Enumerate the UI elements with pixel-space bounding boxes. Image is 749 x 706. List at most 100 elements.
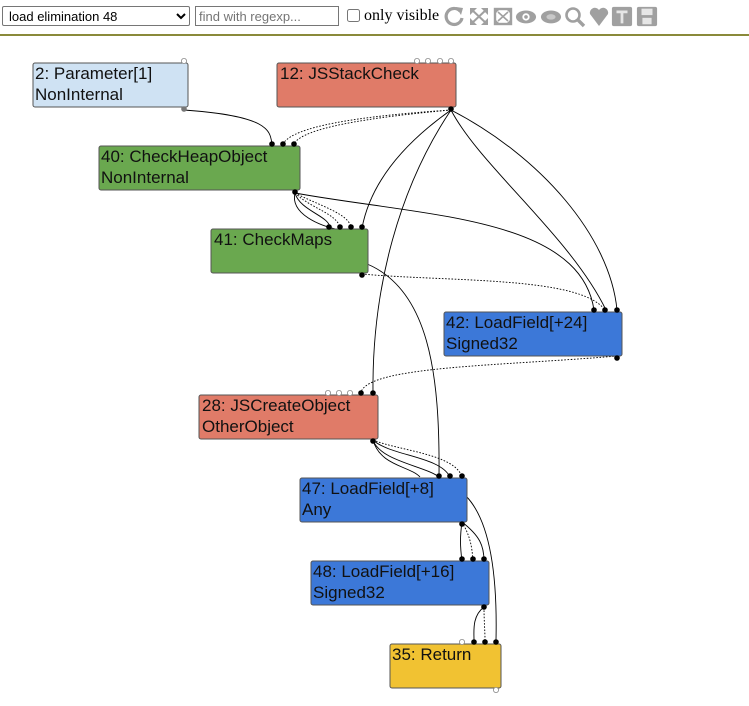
- node-35-title: 35: Return: [392, 645, 471, 664]
- port-41-out[interactable]: [359, 272, 365, 278]
- edge-40-to-41-c: [294, 192, 352, 229]
- node-2-title: 2: Parameter[1]: [35, 64, 152, 83]
- edge-12-to-40-control: [293, 109, 452, 145]
- node-47-loadfield[interactable]: 47: LoadField[+8] Any: [299, 477, 468, 523]
- port-47-in-2[interactable]: [447, 473, 453, 479]
- edge-41-to-42-effect: [361, 273, 606, 311]
- port-40-out[interactable]: [292, 189, 298, 195]
- text-types-icon[interactable]: [611, 4, 633, 28]
- port-2-in[interactable]: [180, 57, 187, 64]
- node-48-loadfield[interactable]: 48: LoadField[+16] Signed32: [310, 560, 490, 606]
- edge-47-to-48-a: [460, 521, 463, 562]
- port-35-in-2[interactable]: [471, 639, 477, 645]
- node-28-box: [198, 394, 379, 440]
- edge-12-to-28: [372, 109, 452, 393]
- node-2-parameter[interactable]: 2: Parameter[1] NonInternal: [32, 62, 189, 108]
- node-41-checkmaps[interactable]: 41: CheckMaps: [210, 228, 369, 274]
- port-35-in-4[interactable]: [493, 639, 499, 645]
- port-41-in-1[interactable]: [326, 224, 332, 230]
- port-12-out[interactable]: [448, 106, 454, 112]
- port-12-in-4[interactable]: [447, 57, 454, 64]
- port-12-in-1[interactable]: [413, 57, 420, 64]
- edge-40-to-41-d: [294, 192, 341, 231]
- edge-28-to-47-d: [372, 439, 440, 478]
- show-selection-icon[interactable]: [515, 4, 537, 28]
- graph-canvas[interactable]: 2: Parameter[1] NonInternal 12: JSStackC…: [0, 36, 749, 706]
- edge-28-to-47-b: [372, 439, 451, 478]
- edge-12-to-42-b: [450, 109, 618, 311]
- port-35-in-3[interactable]: [482, 639, 488, 645]
- edge-12-to-42-a: [450, 109, 607, 311]
- node-48-title: 48: LoadField[+16]: [313, 562, 454, 581]
- port-41-in-3[interactable]: [348, 224, 354, 230]
- node-42-loadfield[interactable]: 42: LoadField[+24] Signed32: [443, 311, 623, 357]
- node-28-title: 28: JSCreateObject: [202, 396, 351, 415]
- port-48-out[interactable]: [481, 604, 487, 610]
- port-42-in-2[interactable]: [602, 307, 608, 313]
- node-47-type: Any: [302, 500, 332, 519]
- port-48-in-3[interactable]: [481, 556, 487, 562]
- node-42-type: Signed32: [446, 334, 518, 353]
- hide-unselected-icon[interactable]: [540, 4, 562, 28]
- edge-28-to-47-c: [372, 439, 463, 478]
- toggle-hide-dead-icon[interactable]: [492, 4, 514, 28]
- port-40-in-1[interactable]: [269, 141, 275, 147]
- node-40-type: NonInternal: [101, 168, 189, 187]
- port-28-out[interactable]: [370, 438, 376, 444]
- port-42-out[interactable]: [614, 355, 620, 361]
- node-35-box: [389, 643, 502, 689]
- node-2-type: NonInternal: [35, 85, 123, 104]
- port-35-out[interactable]: [492, 687, 499, 694]
- port-28-in-1[interactable]: [324, 389, 331, 396]
- port-47-in-3[interactable]: [459, 473, 465, 479]
- port-28-in-3[interactable]: [346, 389, 353, 396]
- port-40-in-2[interactable]: [280, 141, 286, 147]
- save-icon[interactable]: [636, 4, 658, 28]
- zoom-selection-icon[interactable]: [564, 4, 586, 28]
- node-28-jscreateobject[interactable]: 28: JSCreateObject OtherObject: [198, 394, 379, 440]
- port-42-in-3[interactable]: [614, 307, 620, 313]
- port-47-out[interactable]: [459, 521, 465, 527]
- port-48-in-1[interactable]: [459, 556, 465, 562]
- edge-40-to-42: [294, 192, 595, 311]
- node-47-title: 47: LoadField[+8]: [302, 479, 434, 498]
- edge-48-to-35-a: [473, 606, 485, 641]
- node-12-jsstackcheck[interactable]: 12: JSStackCheck: [276, 62, 457, 108]
- only-visible-label: only visible: [364, 7, 440, 24]
- port-40-in-3[interactable]: [291, 141, 297, 147]
- edge-41-to-47: [361, 261, 440, 478]
- node-41-title: 41: CheckMaps: [214, 230, 332, 249]
- graph-ports: [180, 57, 620, 694]
- port-28-in-5[interactable]: [370, 390, 376, 396]
- node-40-title: 40: CheckHeapObject: [101, 147, 268, 166]
- toolbar: load elimination 48 only visible: [0, 0, 749, 34]
- toolbar-divider: [0, 34, 749, 36]
- port-2-out[interactable]: [181, 106, 187, 112]
- edge-28-to-47-a: [372, 439, 421, 478]
- edge-47-to-48-b: [461, 521, 474, 562]
- node-41-box: [210, 228, 369, 274]
- toggle-types-icon[interactable]: [588, 4, 610, 28]
- port-28-in-4[interactable]: [358, 390, 364, 396]
- phase-select[interactable]: load elimination 48: [2, 6, 190, 26]
- edge-2-to-40: [183, 109, 273, 145]
- only-visible-checkbox[interactable]: [347, 9, 360, 22]
- node-48-box: [310, 560, 490, 606]
- port-41-in-4[interactable]: [359, 224, 365, 230]
- search-input[interactable]: [195, 6, 339, 26]
- port-12-in-3[interactable]: [436, 57, 443, 64]
- port-28-in-2[interactable]: [335, 389, 342, 396]
- node-40-checkheapobject[interactable]: 40: CheckHeapObject NonInternal: [98, 145, 301, 191]
- edge-48-to-35-b: [483, 606, 486, 641]
- node-35-return[interactable]: 35: Return: [389, 643, 502, 689]
- port-47-in-1[interactable]: [436, 473, 442, 479]
- node-2-box: [32, 62, 189, 108]
- port-35-in-1[interactable]: [458, 639, 465, 646]
- show-all-icon[interactable]: [468, 4, 490, 28]
- edge-12-to-40-effect: [282, 109, 452, 145]
- port-42-in-1[interactable]: [591, 307, 597, 313]
- relayout-icon[interactable]: [443, 4, 465, 28]
- port-41-in-2[interactable]: [337, 224, 343, 230]
- port-48-in-2[interactable]: [470, 556, 476, 562]
- port-12-in-2[interactable]: [424, 57, 431, 64]
